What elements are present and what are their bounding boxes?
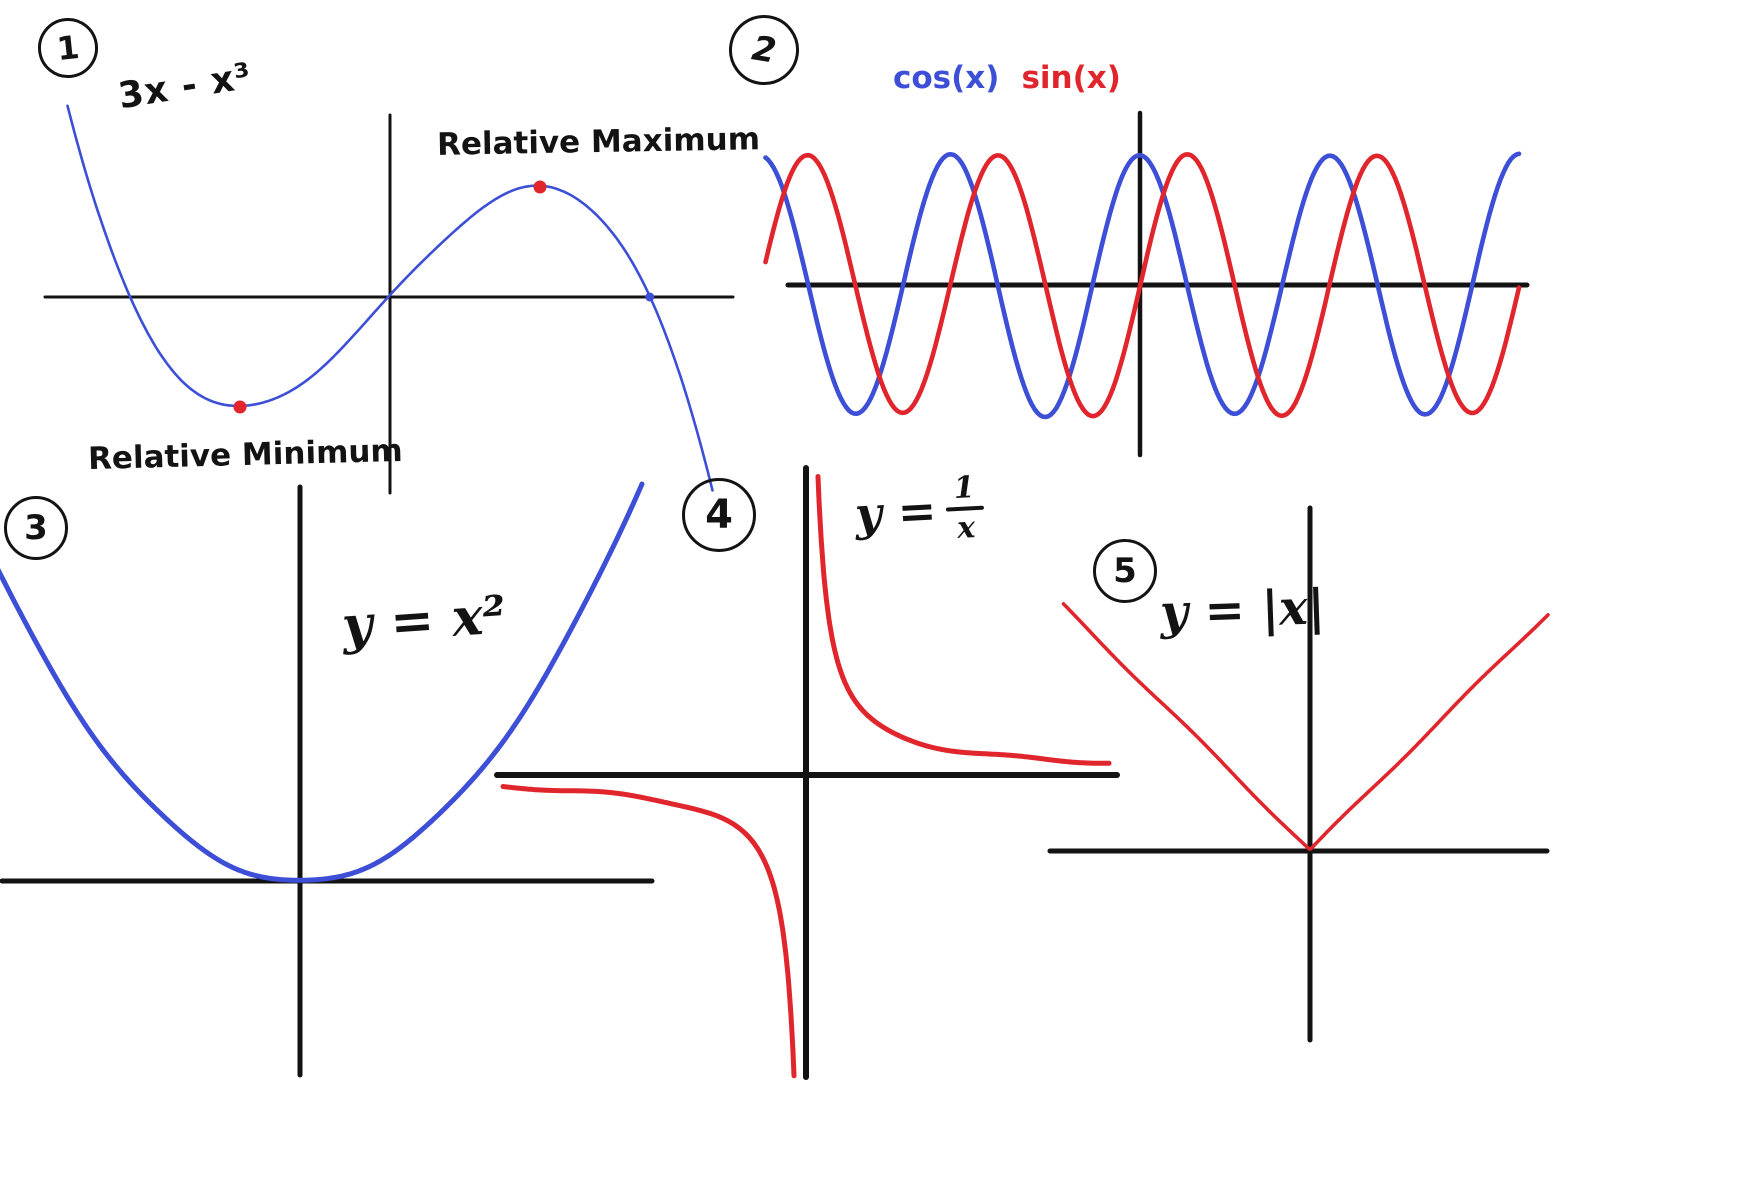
trig-legend: cos(x) sin(x): [893, 60, 1121, 96]
reciprocal-label-lhs: y =: [853, 483, 938, 542]
reciprocal-curve-1/x: [815, 474, 1112, 766]
relative-maximum-label: Relative Maximum: [436, 121, 761, 163]
absolute-value-function-label: y = |x|: [1159, 579, 1327, 641]
fraction-numerator: 1: [952, 470, 976, 507]
panel-5-number-badge: 5: [1093, 539, 1157, 603]
trig-curve-cos(x): [763, 151, 1522, 420]
sin-legend-label: sin(x): [1021, 60, 1121, 96]
relative-minimum-point: [233, 400, 247, 414]
cubic-curve-3x-x^3: [66, 104, 714, 492]
panel-4-number-badge: 4: [682, 478, 756, 552]
parabola-function-label: y = x²: [340, 584, 508, 657]
reciprocal-function-label: y = 1 x: [853, 470, 986, 550]
x-intercept-point: [645, 292, 655, 302]
relative-maximum-point: [533, 180, 547, 194]
reciprocal-label-fraction: 1 x: [944, 470, 986, 547]
panel-3-number-badge: 3: [4, 496, 68, 560]
fraction-denominator: x: [956, 510, 977, 547]
absolute-curve-|x|: [1061, 602, 1550, 851]
cos-legend-label: cos(x): [893, 60, 1000, 96]
reciprocal-curve-1/x: [500, 784, 797, 1079]
parabola-curve-x^2: [0, 481, 645, 883]
trig-curve-sin(x): [763, 152, 1522, 419]
